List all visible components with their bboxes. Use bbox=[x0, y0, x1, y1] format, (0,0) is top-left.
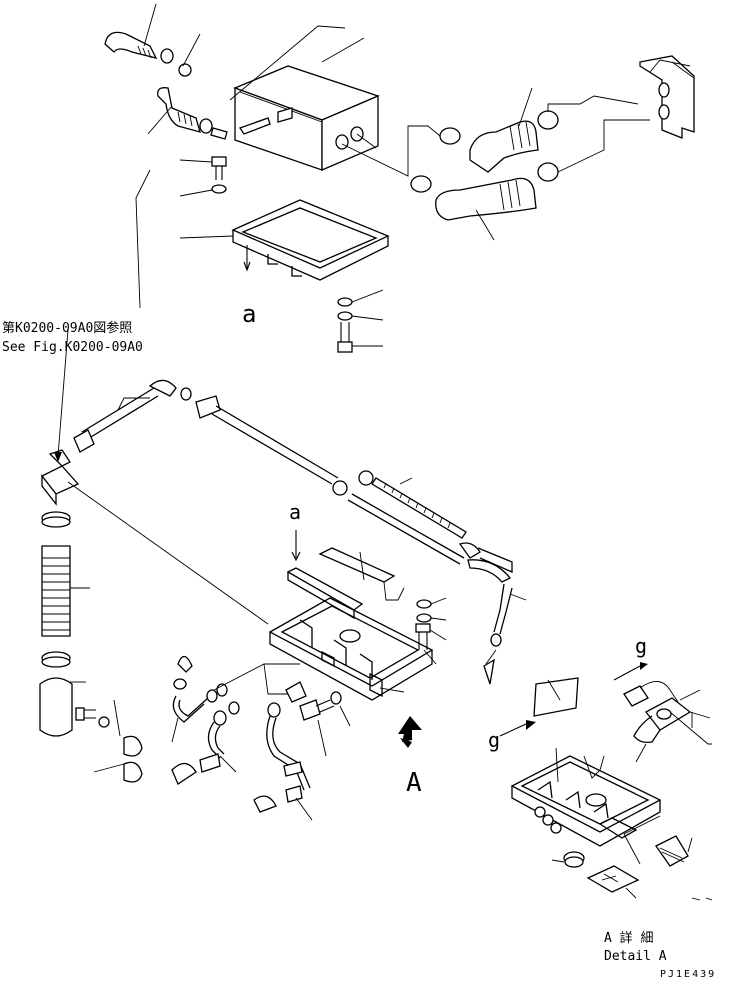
hose-upper-second bbox=[157, 87, 228, 140]
detail-a bbox=[499, 662, 713, 901]
mounting-plate bbox=[639, 55, 695, 139]
duct-elbow bbox=[41, 449, 80, 528]
leader-lines-lower bbox=[54, 329, 497, 743]
bolt-washer-lower bbox=[337, 297, 353, 353]
detail-caption-en: Detail A bbox=[604, 949, 667, 964]
view-marker-A: A bbox=[406, 768, 422, 798]
pipe-right-long bbox=[195, 395, 527, 685]
upper-assembly bbox=[104, 3, 695, 353]
reference-note-jp: 第K0200-09A0図参照 bbox=[2, 321, 133, 336]
detail-caption-jp: A 詳 細 bbox=[604, 931, 654, 946]
small-hardware-lower-left bbox=[75, 699, 143, 783]
mounting-bracket bbox=[231, 199, 390, 281]
view-marker-g-lower: g bbox=[488, 728, 501, 752]
bolt-washer-upper bbox=[211, 156, 227, 194]
heater-box bbox=[233, 65, 380, 171]
clamp-hose-group-right bbox=[410, 110, 559, 221]
lower-assembly bbox=[39, 329, 713, 901]
leader-lines-upper bbox=[135, 3, 691, 347]
reference-note-en: See Fig.K0200-09A0 bbox=[2, 340, 143, 355]
view-marker-a-top: a bbox=[242, 300, 257, 328]
view-arrow-a bbox=[398, 716, 422, 748]
corrugated-tube bbox=[39, 545, 90, 737]
view-marker-g-upper: g bbox=[635, 634, 648, 658]
drawing-code: PJ1E439 bbox=[660, 969, 717, 980]
drain-hoses bbox=[171, 655, 351, 821]
view-marker-a-mid: a bbox=[289, 500, 302, 524]
pan-bolt-washers bbox=[415, 597, 447, 650]
stay-bar bbox=[286, 530, 405, 620]
main-pan bbox=[268, 597, 434, 701]
hose-upper-left bbox=[104, 31, 192, 77]
pipe-left-long bbox=[73, 379, 192, 453]
